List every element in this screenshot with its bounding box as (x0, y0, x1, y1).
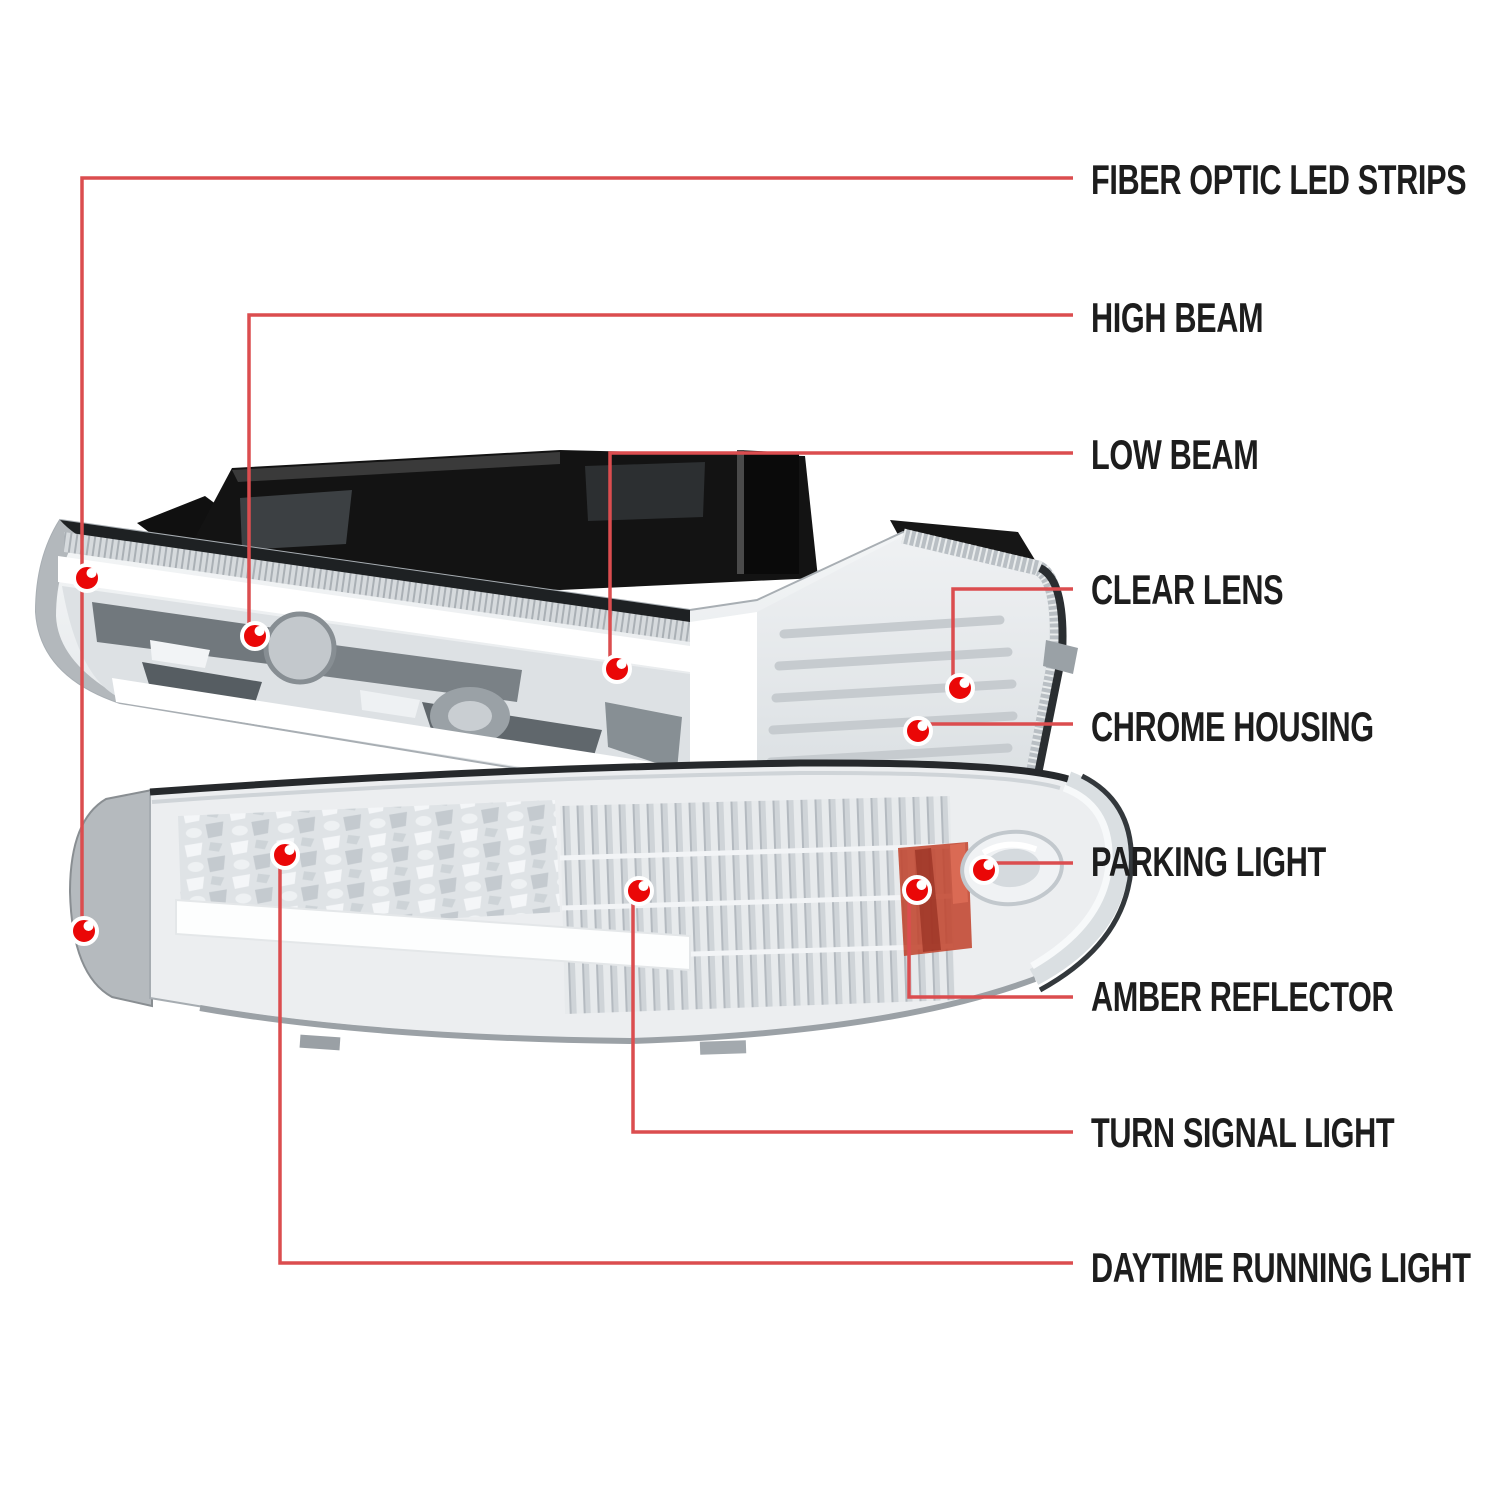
callout-label-fiber-optic-led-strips: FIBER OPTIC LED STRIPS (1091, 156, 1467, 203)
amber-reflector-patch (898, 842, 972, 956)
callout-label-clear-lens: CLEAR LENS (1091, 566, 1284, 613)
callout-label-parking-light: PARKING LIGHT (1091, 838, 1326, 885)
callout-label-amber-reflector: AMBER REFLECTOR (1091, 973, 1394, 1020)
callout-label-chrome-housing: CHROME HOUSING (1091, 703, 1374, 750)
callout-label-turn-signal-light: TURN SIGNAL LIGHT (1091, 1109, 1395, 1156)
callout-label-daytime-running-light: DAYTIME RUNNING LIGHT (1091, 1244, 1471, 1291)
bumper-light-illustration (68, 759, 1134, 1055)
callout-label-high-beam: HIGH BEAM (1091, 294, 1264, 341)
callout-label-low-beam: LOW BEAM (1091, 431, 1259, 478)
bumper-end-cap (68, 788, 153, 1008)
